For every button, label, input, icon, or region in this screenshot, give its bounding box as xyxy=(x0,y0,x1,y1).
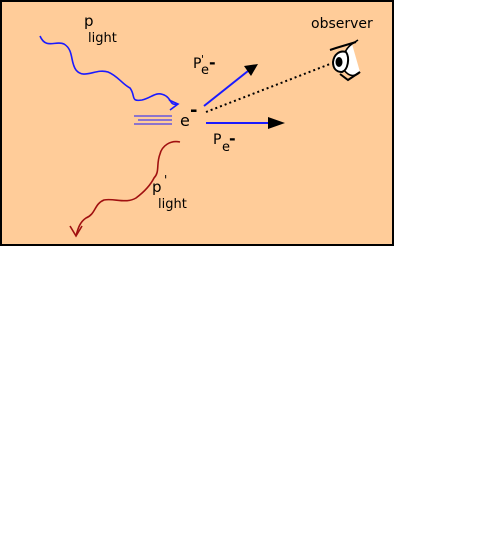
pe-prime-arrowhead xyxy=(244,64,258,76)
eye-icon xyxy=(329,39,361,82)
svg-text:e: e xyxy=(180,111,190,130)
sight-line xyxy=(205,63,331,113)
electron-label: e - xyxy=(180,100,197,130)
svg-text:': ' xyxy=(164,173,167,187)
svg-text:P: P xyxy=(193,56,201,72)
incoming-light-arrowhead xyxy=(168,99,180,111)
electron-motion-lines xyxy=(134,115,172,125)
p-light-prime-label: p ' light xyxy=(152,173,187,212)
p-light-label: p light xyxy=(84,12,117,46)
diagram-panel xyxy=(0,0,394,246)
svg-text:light: light xyxy=(158,197,187,212)
svg-text:-: - xyxy=(209,53,216,72)
pe-prime-label: P ' e - xyxy=(193,53,216,78)
scattered-light-arrowhead xyxy=(69,225,83,238)
svg-text:p: p xyxy=(84,12,94,30)
svg-text:P: P xyxy=(213,132,221,148)
svg-text:-: - xyxy=(190,100,197,121)
observer-label: observer xyxy=(311,16,373,32)
svg-text:light: light xyxy=(88,31,117,46)
incoming-light-wave xyxy=(39,35,179,106)
pe-prime-arrow xyxy=(203,70,249,107)
svg-text:': ' xyxy=(201,53,204,66)
svg-text:p: p xyxy=(152,178,162,196)
pe-label: P e - xyxy=(213,129,236,155)
scattered-light-wave xyxy=(75,140,181,237)
svg-text:e: e xyxy=(222,140,230,155)
svg-text:-: - xyxy=(229,129,236,148)
svg-text:e: e xyxy=(201,63,209,78)
pe-arrowhead xyxy=(268,117,285,129)
